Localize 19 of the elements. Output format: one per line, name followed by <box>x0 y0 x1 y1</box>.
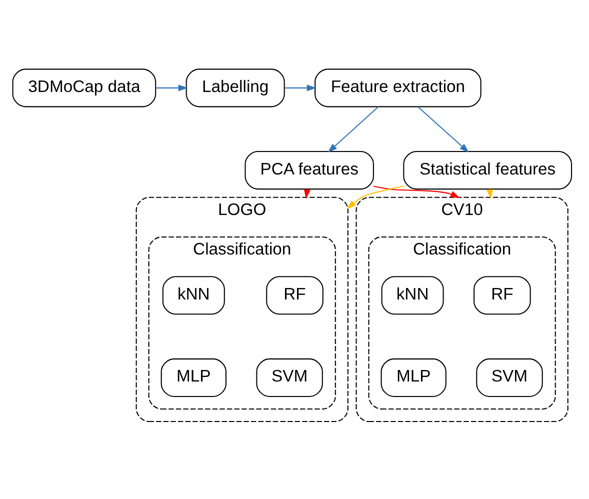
node-box: kNN <box>162 276 225 315</box>
node-box: SVM <box>476 358 543 397</box>
arrow <box>418 106 469 153</box>
node-box: MLP <box>380 358 446 397</box>
node-box: SVM <box>256 358 323 397</box>
node-box: Labelling <box>186 68 285 108</box>
arrow <box>304 189 310 199</box>
arrow <box>284 84 316 92</box>
arrow <box>374 186 460 198</box>
node-box: MLP <box>160 358 226 397</box>
node-box: kNN <box>381 276 444 315</box>
node-box: RF <box>266 276 324 315</box>
arrow <box>346 186 404 210</box>
arrow <box>156 84 188 92</box>
node-box: 3DMoCap data <box>12 68 156 108</box>
arrow <box>486 189 494 199</box>
node-box: RF <box>474 276 531 315</box>
arrow <box>328 106 379 153</box>
node-box: Feature extraction <box>314 68 482 108</box>
